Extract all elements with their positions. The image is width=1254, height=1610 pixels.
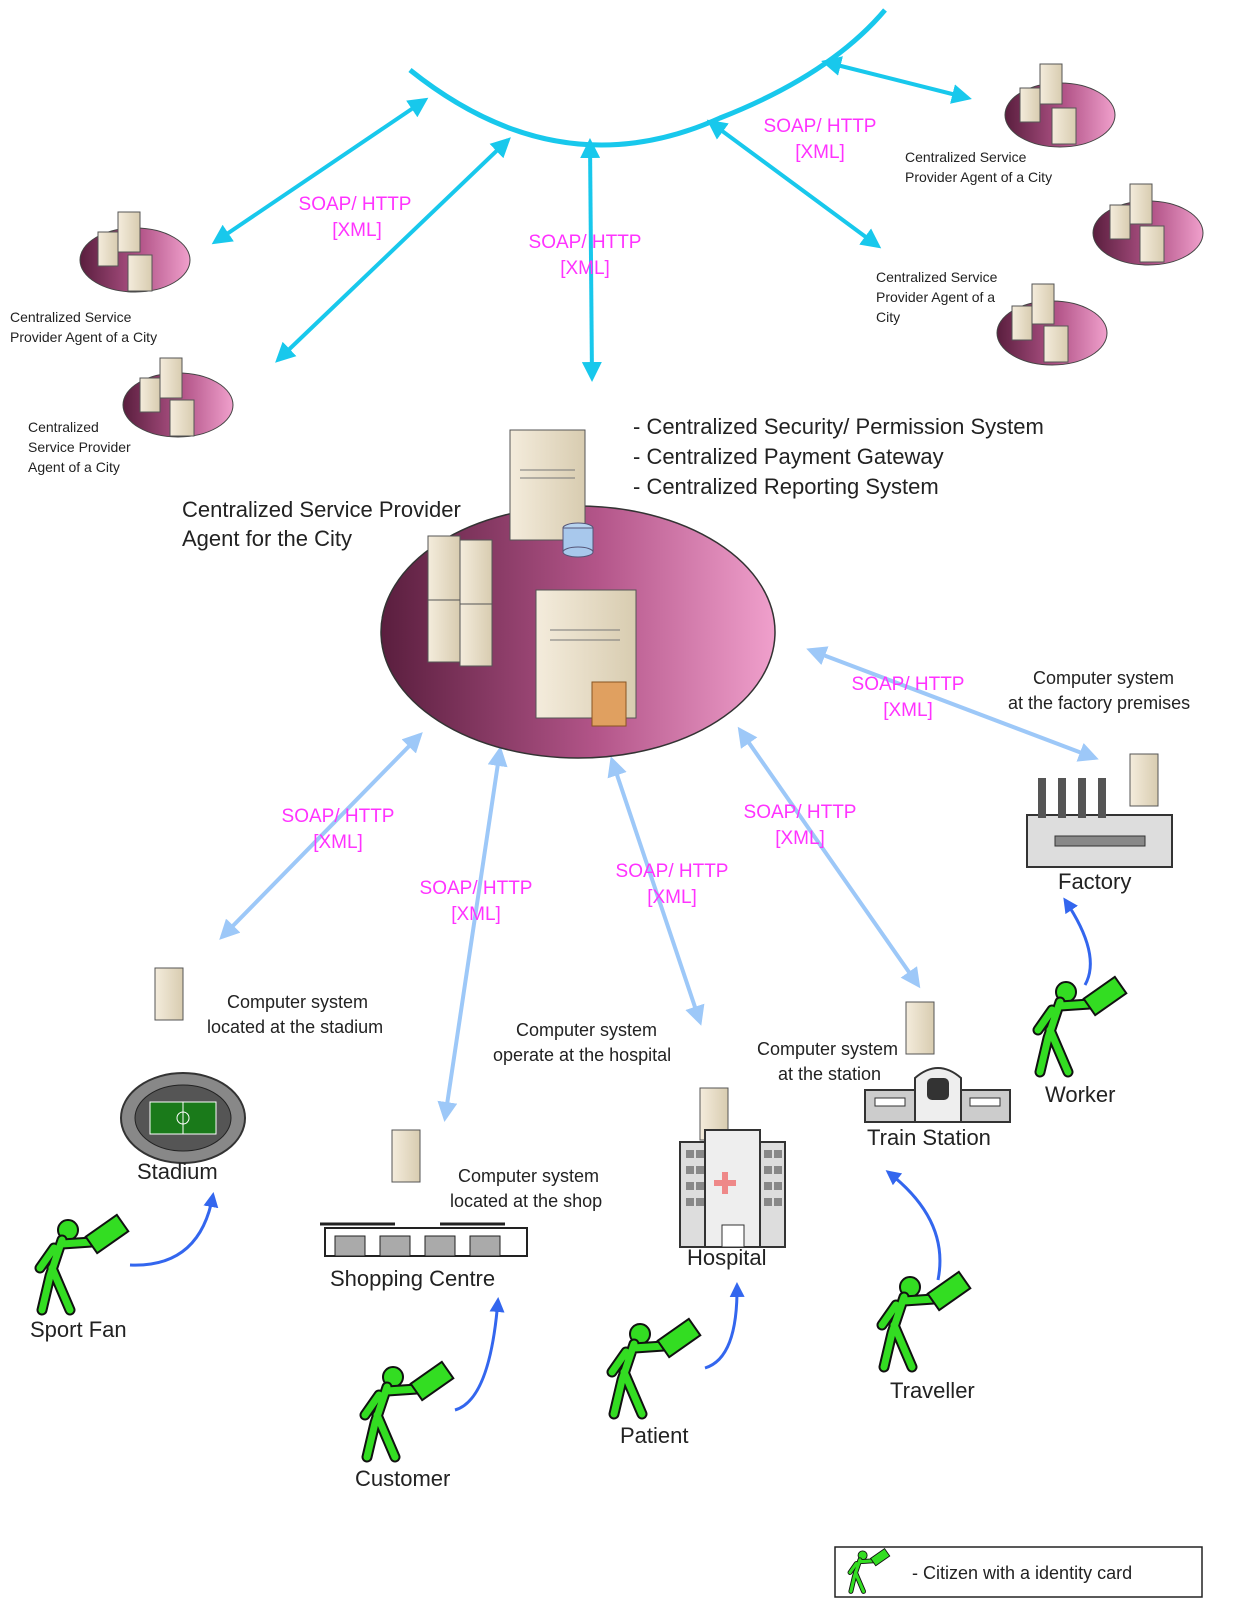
protocol-label-line2: [XML]	[313, 832, 363, 853]
citizen-label: Customer	[355, 1466, 450, 1491]
remote-agent-label-line: Provider Agent of a	[876, 289, 995, 305]
citizen-icon	[606, 1317, 702, 1420]
system-label: Computer system	[458, 1166, 599, 1186]
citizen-icon	[34, 1213, 130, 1316]
protocol-label-line1: SOAP/ HTTP	[282, 806, 395, 827]
remote-agent-label-line: Centralized Service	[876, 269, 998, 285]
central-agent-label: Centralized Service Provider	[182, 497, 461, 522]
remote-agent-icon	[122, 357, 234, 438]
network-backbone	[408, 8, 887, 148]
protocol-label-line2: [XML]	[451, 904, 501, 925]
central-agent-label: Agent for the City	[182, 526, 352, 551]
system-label: Computer system	[1033, 668, 1174, 688]
site-name: Shopping Centre	[330, 1266, 495, 1291]
remote-agent-icon	[996, 283, 1108, 366]
remote-agent-label-line: Provider Agent of a City	[905, 169, 1052, 185]
site-name: Factory	[1058, 869, 1131, 894]
site-name: Stadium	[137, 1159, 218, 1184]
system-label: at the station	[778, 1064, 881, 1084]
citizen-icon	[359, 1360, 455, 1463]
remote-agent-label-line: City	[876, 309, 900, 325]
citizen-arrows	[129, 897, 1092, 1412]
protocol-label-line2: [XML]	[332, 220, 382, 241]
site-name: Hospital	[687, 1245, 766, 1270]
central-feature: - Centralized Reporting System	[633, 474, 939, 499]
protocol-label-line1: SOAP/ HTTP	[764, 116, 877, 137]
protocol-label-line1: SOAP/ HTTP	[744, 802, 857, 823]
protocol-label-line1: SOAP/ HTTP	[852, 674, 965, 695]
remote-agent-label-line: Provider Agent of a City	[10, 329, 157, 345]
remote-agent-icon	[1092, 183, 1204, 266]
citizen-labels: Sport Fan Customer Patient Traveller Wor…	[30, 1082, 1116, 1491]
site-links	[219, 646, 1099, 1122]
citizen-label: Traveller	[890, 1378, 975, 1403]
protocol-label-line2: [XML]	[883, 700, 933, 721]
legend-text: - Citizen with a identity card	[912, 1563, 1132, 1583]
protocol-label-line2: [XML]	[795, 142, 845, 163]
server-icon	[1129, 753, 1159, 807]
system-label: at the factory premises	[1008, 693, 1190, 713]
protocol-label-line2: [XML]	[560, 258, 610, 279]
remote-agent-label-line: Agent of a City	[28, 459, 120, 475]
site-name: Train Station	[867, 1125, 991, 1150]
system-label: operate at the hospital	[493, 1045, 671, 1065]
remote-agent-label-line: Centralized	[28, 419, 99, 435]
hospital-icon	[679, 1129, 786, 1248]
server-icon	[154, 967, 184, 1021]
citizen-icon	[847, 1547, 891, 1594]
central-feature: - Centralized Security/ Permission Syste…	[633, 414, 1044, 439]
protocol-label-line1: SOAP/ HTTP	[420, 878, 533, 899]
remote-agent-label-line: Service Provider	[28, 439, 131, 455]
protocol-label-line1: SOAP/ HTTP	[299, 194, 412, 215]
stadium-icon	[120, 1072, 246, 1164]
shopping-centre-icon	[320, 1222, 528, 1257]
citizen-label: Sport Fan	[30, 1317, 127, 1342]
factory-icon	[1026, 778, 1173, 868]
protocol-label-line2: [XML]	[647, 887, 697, 908]
remote-agent-icon	[1004, 63, 1116, 148]
citizen-icon	[1032, 975, 1128, 1078]
legend: - Citizen with a identity card	[834, 1546, 1203, 1598]
protocol-labels: SOAP/ HTTP [XML] SOAP/ HTTP [XML] SOAP/ …	[282, 116, 965, 925]
citizen-icon	[876, 1270, 972, 1373]
system-label: Computer system	[227, 992, 368, 1012]
central-feature: - Centralized Payment Gateway	[633, 444, 944, 469]
central-agent: Centralized Service Provider Agent for t…	[182, 414, 1044, 551]
server-icon	[391, 1129, 421, 1183]
system-label: Computer system	[516, 1020, 657, 1040]
protocol-label-line2: [XML]	[775, 828, 825, 849]
citizen-label: Worker	[1045, 1082, 1116, 1107]
citizen-label: Patient	[620, 1423, 689, 1448]
backbone-links	[211, 56, 972, 382]
system-label: Computer system	[757, 1039, 898, 1059]
protocol-label-line1: SOAP/ HTTP	[616, 861, 729, 882]
system-label: located at the shop	[450, 1191, 602, 1211]
remote-agent-label-line: Centralized Service	[905, 149, 1027, 165]
remote-agent-labels: Centralized Service Provider Agent of a …	[10, 149, 1052, 475]
site-labels: Computer system located at the stadium S…	[137, 668, 1190, 1291]
system-label: located at the stadium	[207, 1017, 383, 1037]
train-station-icon	[864, 1067, 1011, 1123]
remote-agent-icon	[79, 211, 191, 293]
server-icon	[905, 1001, 935, 1055]
protocol-label-line1: SOAP/ HTTP	[529, 232, 642, 253]
central-cluster-icon	[380, 429, 776, 759]
remote-agent-label-line: Centralized Service	[10, 309, 132, 325]
